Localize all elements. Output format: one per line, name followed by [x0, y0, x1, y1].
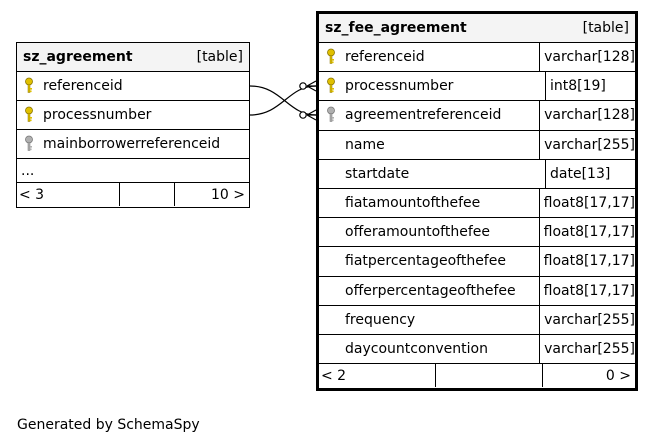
- column-row: referenceid: [17, 72, 249, 101]
- column-type-cell: varchar[128]: [539, 43, 635, 72]
- ellipsis: ...: [21, 162, 35, 179]
- primary-key-icon: [319, 72, 343, 100]
- column-type: varchar[255]: [544, 340, 635, 357]
- column-row: agreementreferenceid varchar[128]: [319, 101, 635, 131]
- column-type-cell: varchar[128]: [539, 101, 635, 130]
- relationship-line-processnumber: [249, 85, 317, 116]
- crowfoot-circle: [299, 82, 307, 90]
- table-kind: [table]: [582, 20, 629, 36]
- column-type-cell: float8[17,17]: [538, 188, 635, 218]
- footer-left-text: < 2: [321, 367, 347, 384]
- column-name-cell: startdate: [319, 160, 545, 188]
- footer-right: 10 >: [175, 183, 249, 206]
- column-type-cell: varchar[255]: [539, 334, 635, 364]
- table-footer: < 3 10 >: [17, 183, 249, 206]
- column-row: daycountconvention varchar[255]: [319, 334, 635, 365]
- crowfoot: [306, 80, 317, 92]
- column-name-cell: referenceid: [319, 43, 539, 71]
- column-row: fiatpercentageofthefee float8[17,17]: [319, 247, 635, 277]
- column-name: frequency: [345, 311, 416, 328]
- column-type: date[13]: [550, 165, 611, 182]
- footer-left: < 2: [319, 364, 436, 388]
- primary-key-icon: [319, 43, 343, 71]
- table-kind: [table]: [196, 49, 243, 65]
- footer-right: 0 >: [543, 364, 635, 387]
- column-type-cell: float8[17,17]: [538, 276, 635, 305]
- table-header: sz_agreement [table]: [17, 43, 249, 72]
- sz-fee-agreement-table: sz_fee_agreement [table] referenceid varc…: [316, 11, 638, 391]
- column-type-cell: varchar[255]: [539, 305, 635, 334]
- column-type: varchar[128]: [544, 107, 635, 124]
- column-type: float8[17,17]: [543, 253, 635, 270]
- sz-agreement-table: sz_agreement [table] referenceid processn…: [16, 42, 250, 208]
- footer-middle: [120, 183, 175, 206]
- column-name-cell: fiatamountofthefee: [319, 189, 539, 217]
- column-name-cell: processnumber: [319, 72, 545, 100]
- table-name: sz_fee_agreement: [325, 20, 467, 36]
- column-row: offerpercentageofthefee float8[17,17]: [319, 276, 635, 306]
- column-row: frequency varchar[255]: [319, 305, 635, 335]
- column-row: name varchar[255]: [319, 130, 635, 160]
- column-name: fiatpercentageofthefee: [345, 253, 506, 270]
- crowfoot-circle: [299, 111, 307, 119]
- foreign-key-icon: [319, 101, 343, 129]
- column-name: startdate: [345, 165, 410, 182]
- column-name: offerpercentageofthefee: [345, 282, 516, 299]
- table-header: sz_fee_agreement [table]: [319, 14, 635, 43]
- column-row: fiatamountofthefee float8[17,17]: [319, 188, 635, 219]
- column-row: referenceid varchar[128]: [319, 43, 635, 73]
- column-name: agreementreferenceid: [345, 107, 502, 124]
- column-row: startdate date[13]: [319, 159, 635, 189]
- column-name-cell: offerpercentageofthefee: [319, 277, 539, 305]
- table-name: sz_agreement: [23, 49, 133, 65]
- column-type-cell: float8[17,17]: [538, 247, 635, 276]
- relationship-line-referenceid: [249, 85, 317, 116]
- column-type: int8[19]: [550, 78, 606, 95]
- column-name: name: [345, 136, 385, 153]
- column-type-cell: int8[19]: [545, 72, 635, 101]
- column-name: offeramountofthefee: [345, 224, 490, 241]
- column-name-cell: daycountconvention: [319, 335, 539, 363]
- column-name: processnumber: [345, 78, 454, 95]
- column-type: varchar[255]: [544, 136, 635, 153]
- column-name-cell: fiatpercentageofthefee: [319, 247, 539, 275]
- primary-key-icon: [17, 72, 41, 100]
- table-footer: < 2 0 >: [319, 364, 635, 388]
- column-row: processnumber int8[19]: [319, 72, 635, 102]
- crowfoot: [306, 109, 317, 121]
- column-row: mainborrowerreferenceid: [17, 130, 249, 159]
- footer-left: < 3: [17, 183, 120, 206]
- column-row: processnumber: [17, 101, 249, 130]
- column-name: processnumber: [43, 107, 152, 123]
- foreign-key-icon: [17, 130, 41, 158]
- column-name-cell: name: [319, 131, 539, 159]
- column-type: float8[17,17]: [543, 282, 635, 299]
- column-name: fiatamountofthefee: [345, 195, 481, 212]
- column-type: varchar[128]: [544, 49, 635, 66]
- column-name: referenceid: [43, 78, 123, 94]
- column-name: referenceid: [345, 49, 425, 66]
- footer-middle: [436, 364, 543, 388]
- ellipsis-row: ...: [17, 159, 249, 183]
- column-row: offeramountofthefee float8[17,17]: [319, 218, 635, 248]
- column-name: daycountconvention: [345, 340, 488, 357]
- column-type-cell: float8[17,17]: [538, 218, 635, 247]
- column-type: varchar[255]: [544, 311, 635, 328]
- column-name-cell: offeramountofthefee: [319, 218, 539, 246]
- column-type: float8[17,17]: [543, 224, 635, 241]
- footer-right-text: 10 >: [211, 186, 245, 203]
- footer-right-text: 0 >: [605, 367, 631, 384]
- column-name-cell: agreementreferenceid: [319, 101, 539, 129]
- primary-key-icon: [17, 101, 41, 129]
- column-type-cell: date[13]: [545, 159, 635, 188]
- footer-left-text: < 3: [19, 186, 45, 203]
- column-type-cell: varchar[255]: [539, 130, 635, 159]
- column-name: mainborrowerreferenceid: [43, 136, 221, 152]
- generated-by-label: Generated by SchemaSpy: [17, 417, 200, 433]
- column-type: float8[17,17]: [543, 195, 635, 212]
- column-name-cell: frequency: [319, 306, 539, 334]
